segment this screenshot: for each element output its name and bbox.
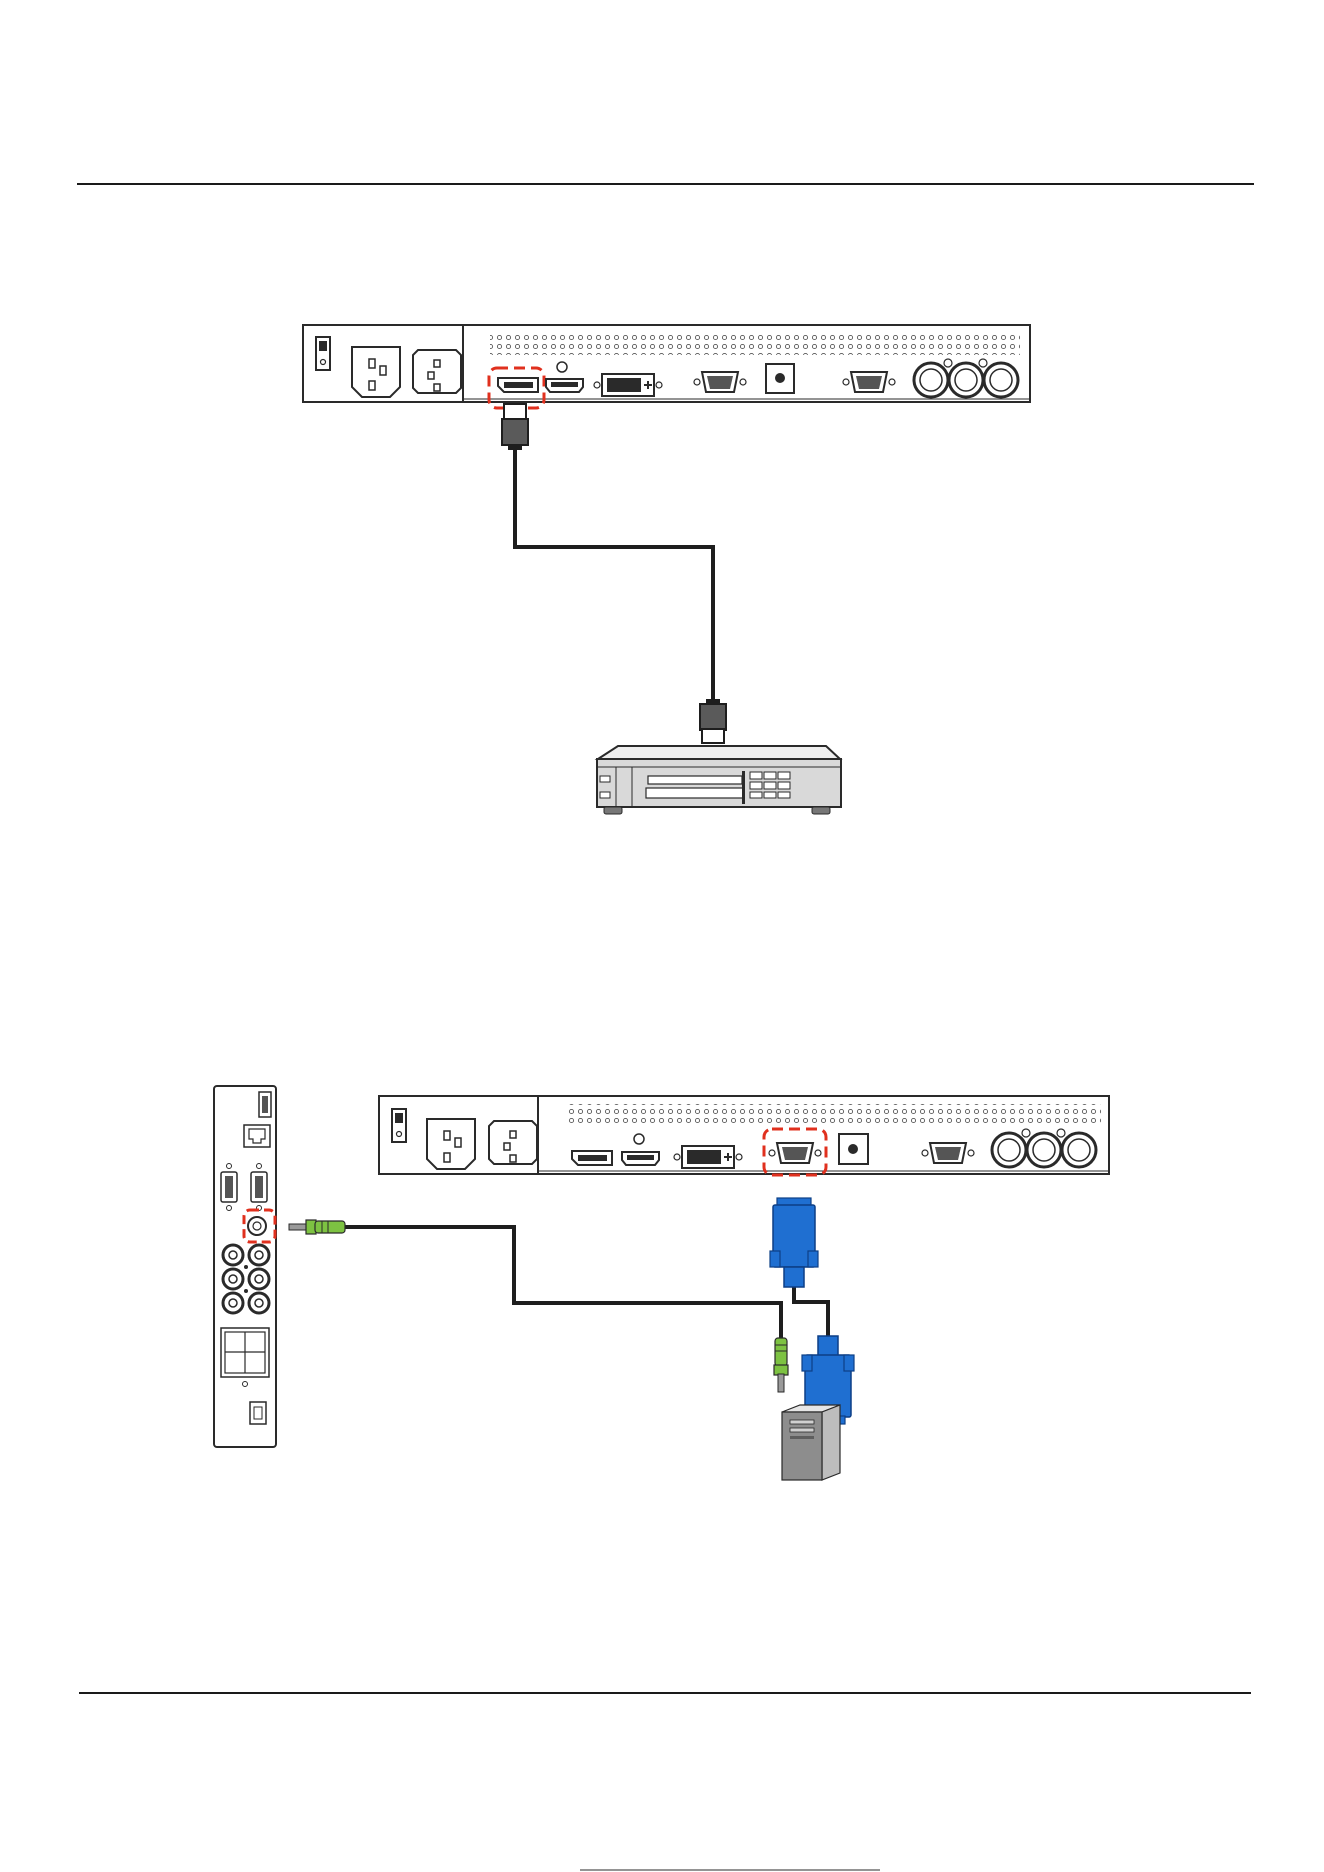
power-switch-icon (316, 337, 330, 370)
ac-in-socket-icon (427, 1119, 475, 1169)
lan-port (244, 1125, 270, 1147)
ac-out-socket-icon (413, 350, 461, 393)
ac-in-socket-icon (352, 347, 400, 397)
hdmi-cable (502, 404, 726, 743)
bnc-connectors (992, 1129, 1096, 1167)
power-switch-icon (392, 1109, 406, 1142)
dvi-port (674, 1146, 742, 1168)
hdmi-plug-top (502, 404, 528, 450)
monitor-rear-panel-2 (379, 1096, 1109, 1175)
audio-jack (766, 364, 794, 393)
speaker-terminal (221, 1328, 269, 1387)
vga-plug-top (770, 1198, 818, 1287)
dvd-player-icon (597, 746, 841, 814)
diagram-hdmi (303, 325, 1030, 814)
audio-jack (839, 1134, 868, 1164)
audio-plug-side (289, 1220, 345, 1234)
usb-port (259, 1092, 271, 1117)
hdmi-plug-bottom (700, 699, 726, 743)
bnc-connectors (914, 359, 1018, 397)
pc-tower-icon (782, 1405, 840, 1480)
audio-cable (289, 1220, 788, 1392)
displayport-port (572, 1151, 612, 1165)
vent-grille (565, 1104, 1101, 1126)
ac-out-socket-icon (489, 1121, 537, 1164)
displayport-port (498, 378, 538, 392)
monitor-rear-panel (303, 325, 1030, 408)
audio-plug-pc (774, 1338, 788, 1392)
usb-b-port (250, 1402, 266, 1424)
diagram-vga (214, 1086, 1109, 1480)
dvi-port (594, 374, 662, 396)
audio-in-jack (248, 1217, 266, 1235)
vent-grille (490, 333, 1020, 355)
side-io-panel (214, 1086, 276, 1447)
dvd-button-grid (750, 772, 790, 798)
